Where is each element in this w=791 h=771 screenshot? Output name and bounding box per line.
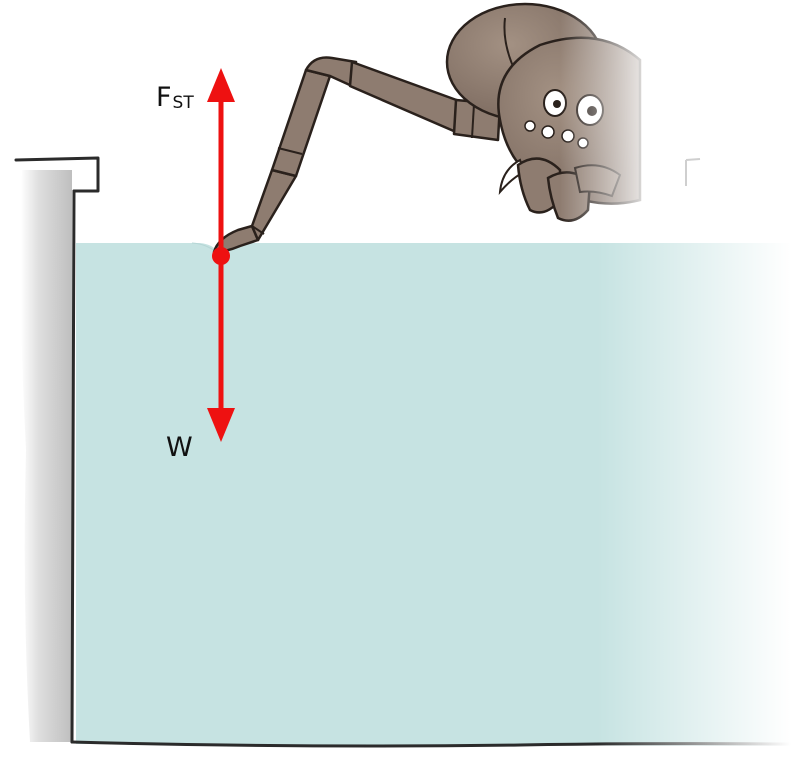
wall-inner-edge [70, 189, 76, 744]
spider-leg-upper [348, 60, 464, 134]
arrow-up-head [207, 68, 235, 102]
spider-fang-left [516, 157, 562, 214]
spider-fade [560, 0, 660, 230]
spider-eye-small [524, 120, 536, 132]
arrow-down-head [207, 408, 235, 442]
spider-leg-joint-2 [277, 147, 303, 155]
right-rim-fragment [685, 158, 701, 186]
spider-eye-small [541, 125, 555, 139]
surface-tension-main: F [156, 82, 172, 113]
force-diagram: FST W [156, 68, 235, 463]
surface-tension-label: FST [156, 82, 194, 113]
surface-tension-subscript: ST [173, 93, 195, 113]
spider-icon [212, 0, 660, 254]
spider-leg-middle [270, 68, 332, 178]
spider-pupil [553, 100, 561, 108]
wall-rim [14, 156, 100, 193]
dot-icon [212, 247, 230, 265]
wall-shading [20, 170, 73, 742]
spider-leg-joint-1 [251, 225, 265, 235]
container-wall [14, 156, 100, 744]
weight-label: W [166, 432, 193, 463]
scene-fade [360, 150, 791, 771]
spider-leg-joint-3 [471, 103, 475, 139]
